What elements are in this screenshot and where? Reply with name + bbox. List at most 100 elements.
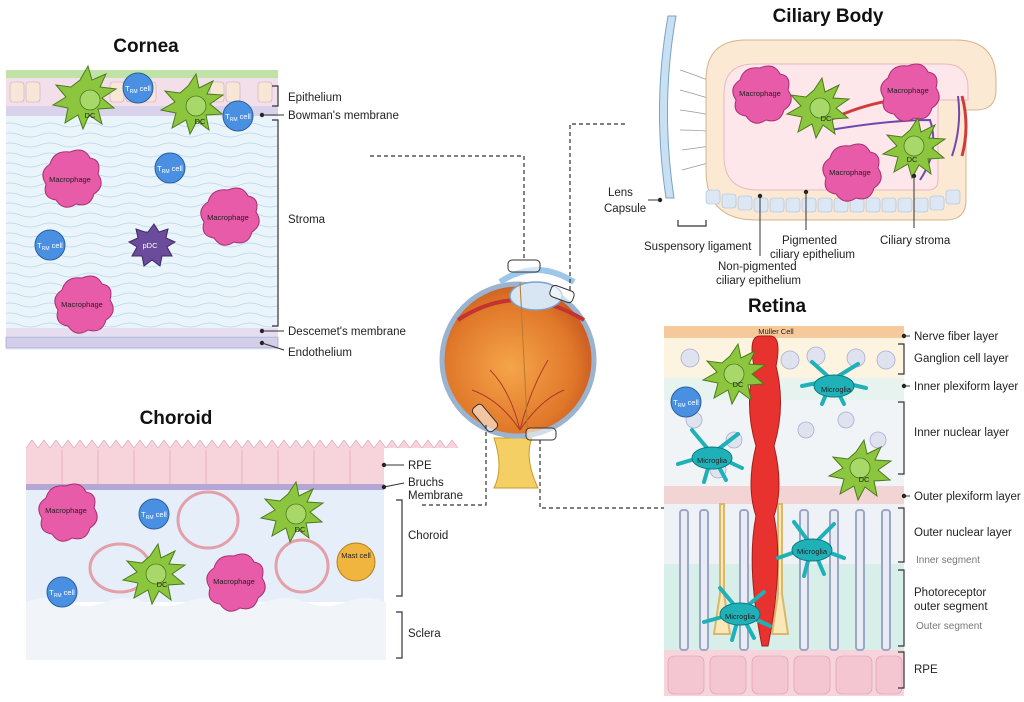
blood-vessel-vein — [829, 118, 935, 181]
cell-label: Macrophage — [887, 86, 929, 95]
bruchs-label-2: Membrane — [408, 490, 463, 502]
bruchs-label-1: Bruchs — [408, 477, 444, 489]
retina-trm-cell: TRM cell — [670, 386, 702, 418]
outer-plexiform-label: Outer plexiform layer — [914, 491, 1021, 503]
choroid-macrophage-2: Macrophage — [206, 553, 266, 612]
cornea-trm-cell-2: TRM cell — [222, 100, 254, 132]
ciliary-dc-cell-1: DC — [785, 76, 851, 140]
cell-label: Macrophage — [207, 213, 249, 222]
cell-label: DC — [157, 580, 168, 589]
inner-nuclear-label: Inner nuclear layer — [914, 427, 1009, 439]
cell-label: Macrophage — [49, 175, 91, 184]
capsule-label: Capsule — [604, 203, 646, 215]
photoreceptor-bracket — [898, 569, 905, 647]
cell-label: T — [125, 84, 130, 93]
retina-rpe-bracket — [898, 651, 905, 689]
cornea-pdc-cell: pDC — [127, 223, 177, 267]
nerve-fiber-layer — [664, 326, 904, 338]
svg-text:TRM cell: TRM cell — [157, 164, 183, 175]
photoreceptor-label-2: outer segment — [914, 601, 988, 613]
nerve-fiber-label: Nerve fiber layer — [914, 331, 999, 343]
descemet-label: Descemet's membrane — [288, 326, 406, 338]
cell-label-sub: RM — [162, 169, 170, 175]
cornea-dc-cell-1: DC — [51, 64, 118, 131]
muller-label: Müller Cell — [758, 327, 794, 336]
cell-label: Microglia — [725, 612, 756, 621]
cell-label: T — [225, 112, 230, 121]
nonpigmented-label-1: Non-pigmented — [718, 261, 797, 273]
pigmented-label-2: ciliary epithelium — [770, 249, 855, 261]
choroid-bracket — [396, 499, 403, 597]
ciliary-macrophage-2: Macrophage — [880, 63, 940, 122]
cornea-bowman-layer — [6, 106, 278, 116]
svg-text:TRM cell: TRM cell — [49, 588, 75, 599]
cell-label-suffix: cell — [686, 398, 700, 407]
cornea-trm-cell-3: TRM cell — [154, 152, 186, 184]
cell-label-suffix: cell — [170, 164, 184, 173]
cell-label: DC — [295, 525, 306, 534]
cell-label: Microglia — [821, 385, 852, 394]
ganglion-label: Ganglion cell layer — [914, 353, 1009, 365]
choroid-trm-cell-1: TRM cell — [138, 498, 170, 530]
retina-microglia-4: Microglia — [702, 586, 772, 642]
cell-label-suffix: cell — [50, 241, 64, 250]
cell-label-sub: RM — [678, 403, 686, 409]
sclera-layer — [26, 598, 386, 660]
choroid-dc-cell-2: DC — [121, 542, 187, 606]
cell-label-suffix: cell — [238, 112, 252, 121]
photoreceptor-label-1: Photoreceptor — [914, 587, 986, 599]
cell-label-sub: RM — [42, 246, 50, 252]
endothelium-label: Endothelium — [288, 347, 352, 359]
cell-label: Macrophage — [213, 577, 255, 586]
outer-nuclear-label: Outer nuclear layer — [914, 527, 1012, 539]
cell-label: DC — [821, 114, 832, 123]
retina-rpe-label: RPE — [914, 664, 938, 676]
retina-panel — [664, 326, 904, 696]
cornea-marker — [507, 259, 541, 273]
svg-text:TRM cell: TRM cell — [125, 84, 151, 95]
cell-label: T — [157, 164, 162, 173]
cell-label: Macrophage — [61, 300, 103, 309]
cell-label-suffix: cell — [138, 84, 152, 93]
ganglion-bracket — [898, 343, 905, 375]
choroid-title: Choroid — [140, 408, 213, 429]
retina-title: Retina — [748, 296, 807, 317]
sclera-bracket — [396, 611, 403, 659]
nonpigmented-label-2: ciliary epithelium — [716, 275, 801, 287]
inner-plexiform-label: Inner plexiform layer — [914, 381, 1018, 393]
choroid-label: Choroid — [408, 530, 448, 542]
bruchs-layer — [26, 484, 384, 490]
retina-microglia-3: Microglia — [776, 520, 846, 578]
inner-segment-label: Inner segment — [916, 555, 980, 566]
stroma-bracket — [272, 119, 279, 327]
cornea-trm-cell-1: TRM cell — [122, 72, 154, 104]
ciliary-marker — [549, 284, 575, 304]
cell-label-sub: RM — [54, 593, 62, 599]
connector-choroid — [420, 425, 487, 506]
cell-label: pDC — [142, 241, 158, 250]
cornea-trm-cell-4: TRM cell — [34, 229, 66, 261]
connector-retina — [539, 440, 665, 509]
retina-dc-cell-2: DC — [827, 438, 893, 502]
choroid-panel — [25, 439, 459, 660]
connector-cornea — [370, 155, 525, 258]
svg-text:TRM cell: TRM cell — [37, 241, 63, 252]
cornea-macrophage-1: Macrophage — [42, 149, 102, 208]
retina-dc-cell-1: DC — [701, 342, 767, 406]
cell-label: T — [49, 588, 54, 597]
cornea-title: Cornea — [113, 36, 179, 57]
inner-nuclear-bracket — [898, 401, 905, 475]
outer-nuclear-bracket — [898, 507, 905, 563]
suspensory-bracket — [677, 220, 707, 227]
cell-label: Mast cell — [341, 551, 371, 560]
lens-capsule — [659, 15, 677, 199]
ciliary-stroma-label: Ciliary stroma — [880, 235, 951, 247]
cell-label-suffix: cell — [62, 588, 76, 597]
retina-microglia-2: Microglia — [676, 428, 744, 484]
cell-label-suffix: cell — [154, 510, 168, 519]
bowman-label: Bowman's membrane — [288, 110, 399, 122]
choroid-macrophage-1: Macrophage — [38, 483, 98, 542]
choroid-rpe-label: RPE — [408, 460, 432, 472]
lens-label: Lens — [608, 187, 633, 199]
cell-label: DC — [859, 475, 870, 484]
